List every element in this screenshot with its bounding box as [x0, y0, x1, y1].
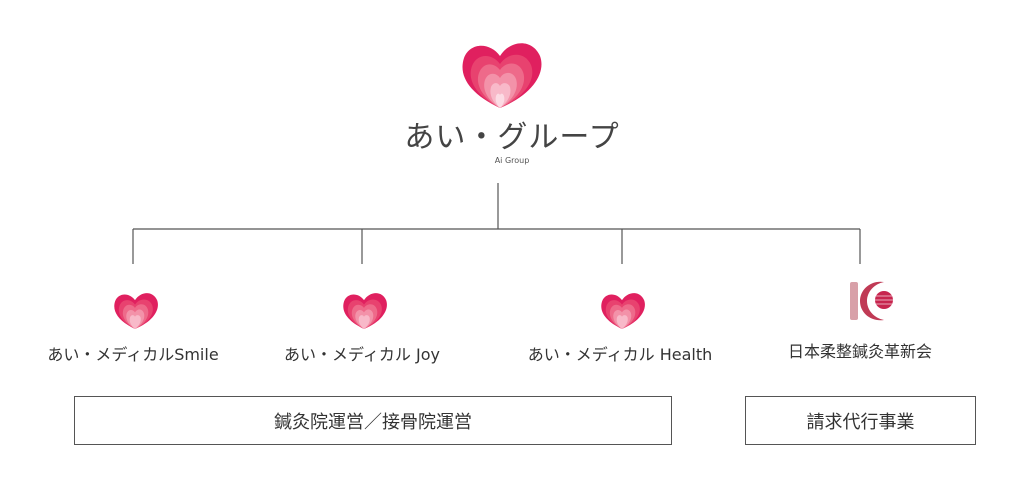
- company-label-kakushinkai: 日本柔整鍼灸革新会: [787, 342, 932, 361]
- company-label-smile: あい・メディカルSmile: [47, 345, 219, 364]
- business-box-billing-agency: 請求代行事業: [745, 396, 976, 445]
- ai-group-heart-logo: [462, 43, 542, 108]
- parent-company-name: あい・グループ: [404, 120, 620, 155]
- health-heart-logo: [601, 293, 645, 329]
- business-box-clinic-operation: 鍼灸院運営／接骨院運営: [74, 396, 672, 445]
- company-label-joy: あい・メディカル Joy: [284, 345, 440, 364]
- company-label-health: あい・メディカル Health: [527, 345, 713, 364]
- smile-heart-logo: [114, 293, 158, 329]
- kakushinkai-k-logo: [850, 281, 893, 321]
- parent-company-subtitle: Ai Group: [494, 156, 530, 165]
- business-label-clinic-operation: 鍼灸院運営／接骨院運営: [274, 411, 472, 433]
- joy-heart-logo: [343, 293, 387, 329]
- business-label-billing-agency: 請求代行事業: [806, 411, 915, 433]
